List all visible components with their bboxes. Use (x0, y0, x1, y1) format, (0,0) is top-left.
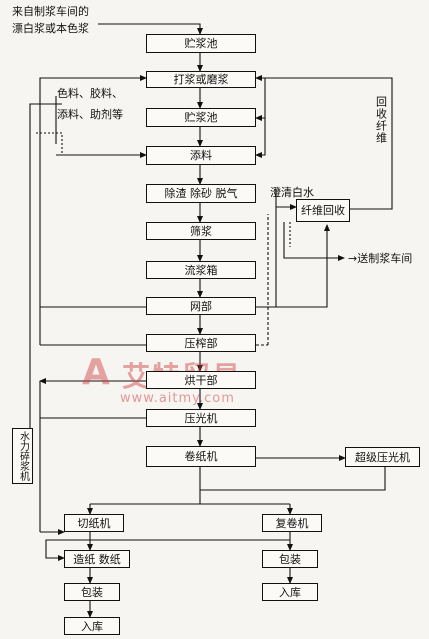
flow-supercalender-down (200, 467, 386, 491)
flow-hydropulper-up (29, 103, 62, 428)
storage-right-box: 入库 (262, 583, 318, 601)
press-section-box: 压榨部 (146, 334, 256, 352)
flow-dashed-left (36, 132, 63, 155)
additives-label: 色料、胶料、 添料、助剂等 (57, 87, 123, 121)
white-water-label: 澄清白水 (270, 186, 314, 199)
source-label: 来自制浆车间的 漂白浆或本色浆 (12, 5, 89, 35)
cleaning-box: 除渣 除砂 脱气 (146, 184, 256, 203)
flow-to-pulping (283, 222, 345, 261)
additive-mixing-box: 添料 (146, 146, 256, 165)
recovered-fiber-label: 回收纤维 (374, 96, 388, 144)
calender-box: 压光机 (146, 409, 256, 427)
sheet-cutter-box: 切纸机 (64, 514, 124, 532)
headbox-box: 流浆箱 (146, 261, 256, 279)
flow-left-loop (39, 75, 147, 345)
flow-fiber-to-chest2 (255, 78, 266, 121)
flow-fiber-to-additive (255, 118, 266, 158)
stock-chest-box: 贮浆池 (146, 34, 256, 53)
flow-rewinder-to-sort (45, 539, 290, 561)
fiber-recovery-box: 纤维回收 (296, 199, 350, 222)
watermark-logo-icon: A (82, 352, 110, 393)
stock-chest-2-box: 贮浆池 (146, 108, 256, 127)
screening-box: 筛浆 (146, 222, 256, 240)
flow-wire-to-recovery (256, 224, 330, 308)
packing-left-box: 包装 (64, 583, 120, 601)
wire-section-box: 网部 (146, 297, 256, 315)
hydropulper-box: 水力碎浆机 (12, 428, 33, 484)
supercalender-box: 超级压光机 (345, 447, 420, 467)
reel-box: 卷纸机 (146, 446, 256, 467)
rewinder-box: 复卷机 (262, 514, 322, 532)
hydropulper-label: 水力碎浆机 (17, 431, 29, 481)
beating-refining-box: 打浆或磨浆 (146, 71, 256, 88)
storage-left-box: 入库 (64, 617, 120, 635)
watermark-url: www.aitmy.com (120, 391, 235, 406)
packing-right-box: 包装 (262, 550, 318, 568)
flow-source-to-chest (98, 23, 203, 35)
sorting-counting-box: 造纸 数纸 (64, 550, 130, 568)
to-pulping-label: →送制浆车间 (348, 252, 413, 265)
flow-recovered-fiber (255, 75, 393, 210)
dryer-section-box: 烘干部 (146, 371, 256, 389)
